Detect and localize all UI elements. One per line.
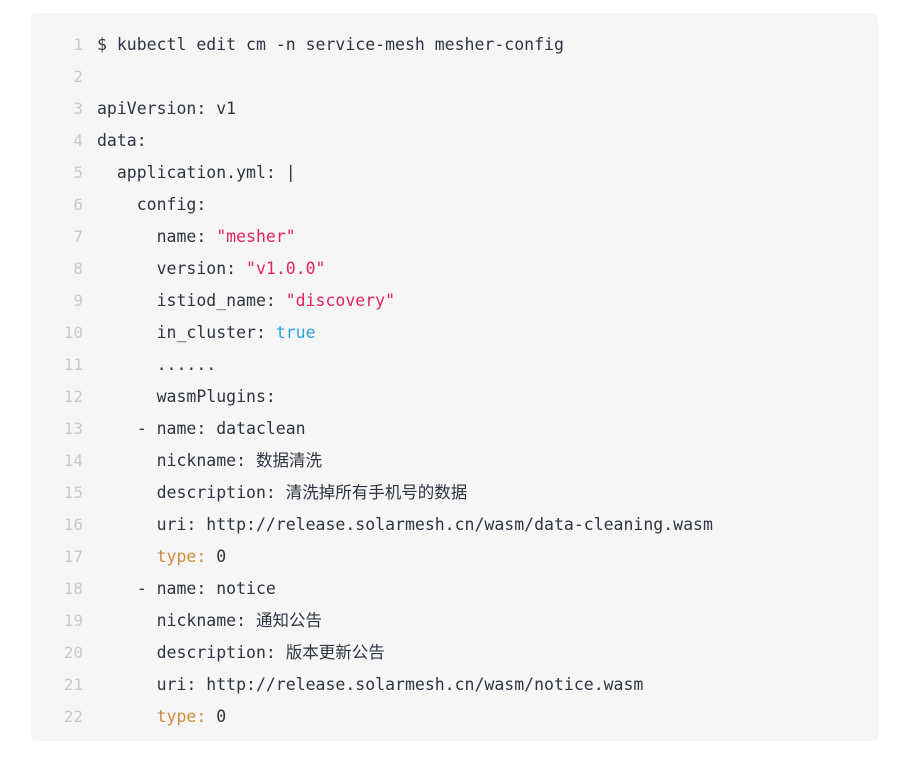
line-content[interactable]: name: "mesher" bbox=[97, 221, 878, 253]
code-token-highlight_key: type: bbox=[156, 707, 207, 726]
line-content[interactable]: apiVersion: v1 bbox=[97, 93, 878, 125]
line-content[interactable]: wasmPlugins: bbox=[97, 381, 878, 413]
code-line: 5 application.yml: | bbox=[31, 157, 878, 189]
code-token-plain bbox=[97, 547, 157, 566]
code-token-plain bbox=[97, 707, 157, 726]
code-token-string: "discovery" bbox=[285, 291, 396, 310]
line-number: 10 bbox=[63, 323, 83, 342]
code-token-plain: istiod_name: bbox=[97, 291, 286, 310]
line-content[interactable]: version: "v1.0.0" bbox=[97, 253, 878, 285]
code-line: 22 type: 0 bbox=[31, 701, 878, 733]
code-token-string: "mesher" bbox=[216, 227, 296, 246]
line-number: 2 bbox=[73, 67, 83, 86]
line-number: 19 bbox=[63, 611, 83, 630]
code-token-plain: description: 清洗掉所有手机号的数据 bbox=[97, 483, 468, 502]
code-line: 7 name: "mesher" bbox=[31, 221, 878, 253]
line-number: 18 bbox=[63, 579, 83, 598]
line-number: 4 bbox=[73, 131, 83, 150]
line-content[interactable]: data: bbox=[97, 125, 878, 157]
line-content[interactable]: in_cluster: true bbox=[97, 317, 878, 349]
line-number: 3 bbox=[73, 99, 83, 118]
line-number: 13 bbox=[63, 419, 83, 438]
line-content[interactable]: $ kubectl edit cm -n service-mesh mesher… bbox=[97, 29, 878, 61]
code-line: 13 - name: dataclean bbox=[31, 413, 878, 445]
code-token-plain: 0 bbox=[206, 707, 227, 726]
line-number: 6 bbox=[73, 195, 83, 214]
code-line: 21 uri: http://release.solarmesh.cn/wasm… bbox=[31, 669, 878, 701]
code-token-plain: config: bbox=[97, 195, 207, 214]
line-content[interactable]: - name: notice bbox=[97, 573, 878, 605]
code-line: 19 nickname: 通知公告 bbox=[31, 605, 878, 637]
code-token-string: "v1.0.0" bbox=[246, 259, 326, 278]
code-line: 1 $ kubectl edit cm -n service-mesh meshe… bbox=[31, 29, 878, 61]
code-line: 11 ...... bbox=[31, 349, 878, 381]
code-token-plain: apiVersion: v1 bbox=[97, 99, 237, 118]
line-content[interactable]: uri: http://release.solarmesh.cn/wasm/no… bbox=[97, 669, 878, 701]
line-content[interactable]: type: 0 bbox=[97, 701, 878, 733]
line-content[interactable]: nickname: 通知公告 bbox=[97, 605, 878, 637]
code-line: 16 uri: http://release.solarmesh.cn/wasm… bbox=[31, 509, 878, 541]
code-token-plain: name: bbox=[97, 227, 217, 246]
code-token-plain: application.yml: | bbox=[97, 163, 296, 182]
code-token-plain: nickname: 数据清洗 bbox=[97, 451, 322, 470]
line-number: 8 bbox=[73, 259, 83, 278]
code-block-card: 1 $ kubectl edit cm -n service-mesh meshe… bbox=[31, 13, 878, 741]
code-token-plain: in_cluster: bbox=[97, 323, 276, 342]
line-number: 15 bbox=[63, 483, 83, 502]
code-line: 18 - name: notice bbox=[31, 573, 878, 605]
code-token-plain: $ kubectl edit cm -n service-mesh mesher… bbox=[97, 35, 564, 54]
line-content[interactable]: uri: http://release.solarmesh.cn/wasm/da… bbox=[97, 509, 878, 541]
line-number: 21 bbox=[63, 675, 83, 694]
line-content[interactable]: description: 清洗掉所有手机号的数据 bbox=[97, 477, 878, 509]
line-content[interactable]: type: 0 bbox=[97, 541, 878, 573]
code-line: 14 nickname: 数据清洗 bbox=[31, 445, 878, 477]
code-line: 10 in_cluster: true bbox=[31, 317, 878, 349]
line-number: 5 bbox=[73, 163, 83, 182]
line-number: 16 bbox=[63, 515, 83, 534]
line-content[interactable]: nickname: 数据清洗 bbox=[97, 445, 878, 477]
line-number: 20 bbox=[63, 643, 83, 662]
line-content[interactable]: - name: dataclean bbox=[97, 413, 878, 445]
code-scroll-area[interactable]: 1 $ kubectl edit cm -n service-mesh meshe… bbox=[31, 13, 878, 741]
code-token-plain: uri: http://release.solarmesh.cn/wasm/da… bbox=[97, 515, 713, 534]
line-number: 11 bbox=[63, 355, 83, 374]
code-token-plain: description: 版本更新公告 bbox=[97, 643, 385, 662]
line-number: 1 bbox=[73, 35, 83, 54]
code-line: 9 istiod_name: "discovery" bbox=[31, 285, 878, 317]
code-line: 17 type: 0 bbox=[31, 541, 878, 573]
line-number: 22 bbox=[63, 707, 83, 726]
code-line: 20 description: 版本更新公告 bbox=[31, 637, 878, 669]
line-number: 17 bbox=[63, 547, 83, 566]
line-content[interactable]: application.yml: | bbox=[97, 157, 878, 189]
line-content[interactable]: istiod_name: "discovery" bbox=[97, 285, 878, 317]
code-token-plain: - name: notice bbox=[97, 579, 276, 598]
line-number: 7 bbox=[73, 227, 83, 246]
code-line-list: 1 $ kubectl edit cm -n service-mesh meshe… bbox=[31, 29, 878, 733]
code-token-plain: data: bbox=[97, 131, 147, 150]
code-line: 3 apiVersion: v1 bbox=[31, 93, 878, 125]
line-number: 12 bbox=[63, 387, 83, 406]
code-token-highlight_key: type: bbox=[156, 547, 207, 566]
line-content[interactable]: description: 版本更新公告 bbox=[97, 637, 878, 669]
code-token-plain: uri: http://release.solarmesh.cn/wasm/no… bbox=[97, 675, 644, 694]
code-line: 4 data: bbox=[31, 125, 878, 157]
code-line: 2 bbox=[31, 61, 878, 93]
code-token-plain: wasmPlugins: bbox=[97, 387, 276, 406]
code-token-plain: 0 bbox=[206, 547, 227, 566]
code-line: 8 version: "v1.0.0" bbox=[31, 253, 878, 285]
code-line: 15 description: 清洗掉所有手机号的数据 bbox=[31, 477, 878, 509]
line-number: 14 bbox=[63, 451, 83, 470]
line-number: 9 bbox=[73, 291, 83, 310]
line-content[interactable]: ...... bbox=[97, 349, 878, 381]
code-token-plain: version: bbox=[97, 259, 247, 278]
code-line: 12 wasmPlugins: bbox=[31, 381, 878, 413]
code-token-boolean: true bbox=[275, 323, 316, 342]
code-line: 6 config: bbox=[31, 189, 878, 221]
code-token-plain: - name: dataclean bbox=[97, 419, 306, 438]
code-token-plain: ...... bbox=[97, 355, 217, 374]
code-token-plain: nickname: 通知公告 bbox=[97, 611, 322, 630]
line-content[interactable]: config: bbox=[97, 189, 878, 221]
